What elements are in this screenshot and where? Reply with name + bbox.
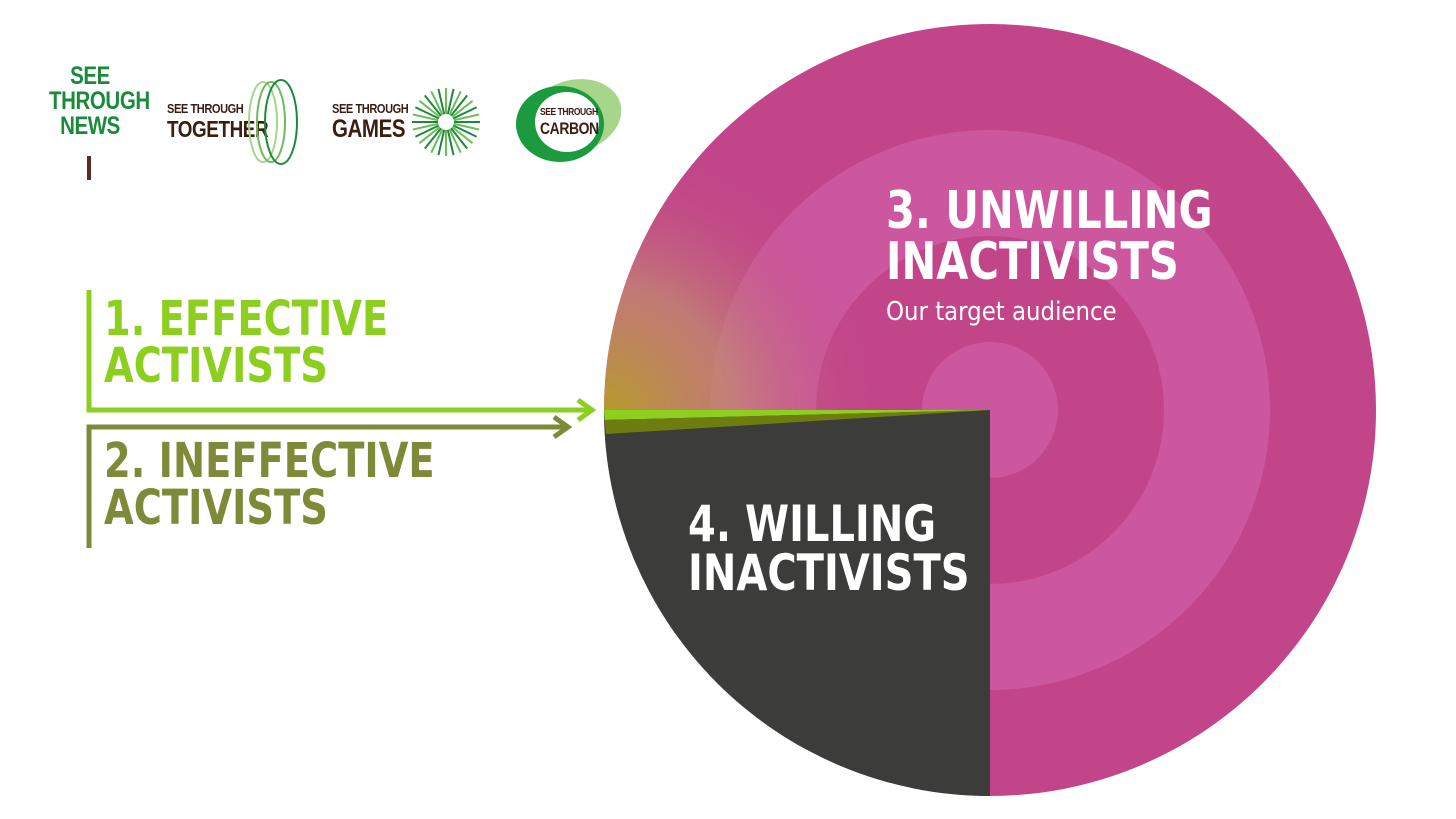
starburst-ray xyxy=(448,128,462,154)
ineffective-label-line-1: 2. INEFFECTIVE xyxy=(104,433,435,489)
effective-pointer xyxy=(86,290,597,423)
see-through-news-logo: SEE THROUGH NEWS xyxy=(40,62,150,184)
logo-carbon-big: CARBON xyxy=(540,119,599,138)
see-through-together-logo: SEE THROUGH TOGETHER xyxy=(165,78,305,168)
starburst-ray xyxy=(450,127,468,150)
starburst-ray xyxy=(452,106,478,120)
logo-games-small: SEE THROUGH xyxy=(332,101,409,116)
starburst-ray xyxy=(446,129,455,156)
starburst-ray xyxy=(453,122,480,131)
ineffective-pointer xyxy=(86,414,573,548)
logo-strip: SEE THROUGH NEWS SEE THROUGH TOGETHER SE… xyxy=(0,0,700,200)
overlapping-rings-icon xyxy=(248,79,298,165)
see-through-games-logo: SEE THROUGH GAMES xyxy=(330,84,490,164)
ineffective-label-line-2: ACTIVISTS xyxy=(104,480,328,537)
unwilling-label-line-2: INACTIVISTS xyxy=(886,231,1179,292)
starburst-ray xyxy=(448,90,462,116)
logo-news-line-3: NEWS xyxy=(60,112,120,140)
starburst-ray xyxy=(453,113,480,122)
starburst-ray xyxy=(437,88,446,115)
starburst-ray xyxy=(412,113,439,122)
starburst-ray xyxy=(412,122,439,131)
willing-label-line-1: 4. WILLING xyxy=(688,495,937,553)
starburst-ray xyxy=(446,88,455,115)
starburst-ray xyxy=(418,126,441,144)
unwilling-inactivists-label: 3. UNWILLING INACTIVISTS xyxy=(886,181,1213,292)
willing-inactivists-label: 4. WILLING INACTIVISTS xyxy=(688,495,970,602)
effective-label-line-2: ACTIVISTS xyxy=(104,338,328,395)
warm-gradient-overlay xyxy=(604,24,990,410)
ineffective-activists-wedge xyxy=(604,410,990,434)
starburst-ray xyxy=(414,106,440,120)
starburst-ray xyxy=(430,128,444,154)
logo-together-big: TOGETHER xyxy=(167,116,269,142)
effective-label-line-1: 1. EFFECTIVE xyxy=(104,291,389,347)
target-audience-subtitle: Our target audience xyxy=(886,297,1117,327)
effective-activists-label: 1. EFFECTIVE ACTIVISTS xyxy=(104,291,389,395)
starburst-ray xyxy=(451,126,474,144)
willing-inactivists-segment xyxy=(604,410,990,796)
starburst-ray xyxy=(424,94,442,117)
starburst-ray xyxy=(452,124,478,138)
logo-together-small: SEE THROUGH xyxy=(167,101,244,116)
starburst-ray xyxy=(430,90,444,116)
starburst-ray xyxy=(414,124,440,138)
effective-activists-wedge xyxy=(604,410,990,420)
leaf-badge-icon xyxy=(516,79,622,162)
starburst-icon xyxy=(412,88,480,156)
starburst-ray xyxy=(451,100,474,118)
see-through-carbon-logo: SEE THROUGH CARBON xyxy=(512,76,627,168)
unwilling-label-line-1: 3. UNWILLING xyxy=(886,181,1213,241)
tree-stem-icon xyxy=(87,156,91,180)
logo-news-line-1: SEE xyxy=(70,62,110,90)
logo-games-big: GAMES xyxy=(332,115,406,143)
starburst-ray xyxy=(418,100,441,118)
starburst-ray xyxy=(424,127,442,150)
starburst-ray xyxy=(450,94,468,117)
willing-label-line-2: INACTIVISTS xyxy=(688,544,970,602)
starburst-ray xyxy=(437,129,446,156)
logo-carbon-small: SEE THROUGH xyxy=(540,107,598,118)
ineffective-activists-label: 2. INEFFECTIVE ACTIVISTS xyxy=(104,433,435,537)
